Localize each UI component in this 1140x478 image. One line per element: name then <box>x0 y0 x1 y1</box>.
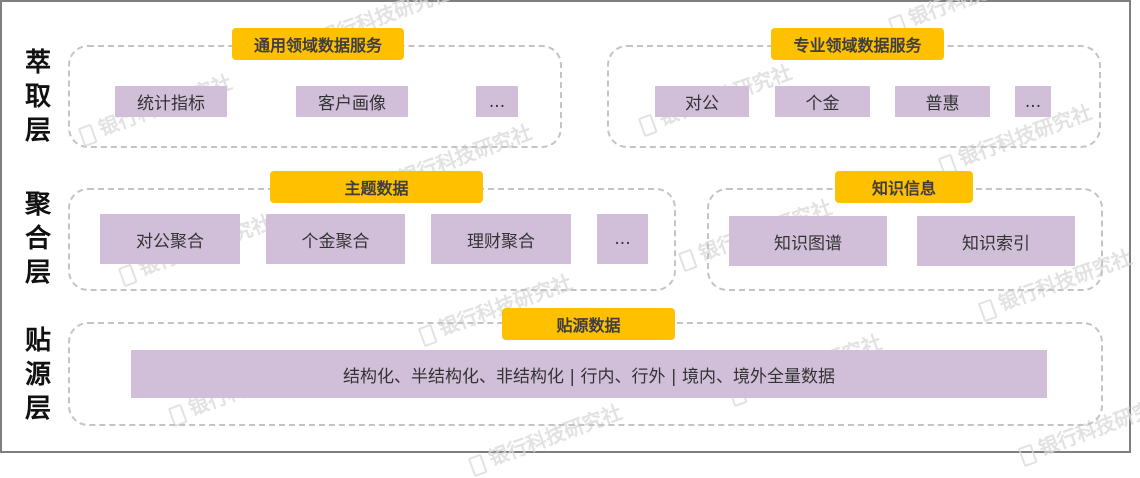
special-item-corporate: 对公 <box>655 86 749 117</box>
theme-data-tag: 主题数据 <box>270 171 483 203</box>
diagram-frame <box>0 0 1131 453</box>
knowledge-item-graph: 知识图谱 <box>729 216 887 266</box>
source-data-tag: 贴源数据 <box>502 308 675 340</box>
layer-label-aggregate-text: 聚合层 <box>25 190 52 288</box>
source-data-content: 结构化、半结构化、非结构化 | 行内、行外 | 境内、境外全量数据 <box>131 350 1047 398</box>
general-item-stats: 统计指标 <box>115 86 227 117</box>
general-item-more: ... <box>476 86 518 117</box>
knowledge-item-index: 知识索引 <box>917 216 1075 266</box>
general-domain-tag: 通用领域数据服务 <box>232 28 404 60</box>
knowledge-info-tag: 知识信息 <box>835 171 973 203</box>
layer-label-extract: 萃取层 <box>18 46 58 148</box>
special-item-inclusive: 普惠 <box>895 86 990 117</box>
layer-label-source: 贴源层 <box>18 324 58 426</box>
layer-label-source-text: 贴源层 <box>25 326 52 424</box>
theme-item-corporate-agg: 对公聚合 <box>100 214 240 264</box>
special-item-personal: 个金 <box>775 86 870 117</box>
theme-item-personal-agg: 个金聚合 <box>266 214 405 264</box>
special-domain-tag: 专业领域数据服务 <box>771 28 944 60</box>
special-item-more: ... <box>1015 86 1051 117</box>
theme-item-wealth-agg: 理财聚合 <box>431 214 571 264</box>
general-item-customer-profile: 客户画像 <box>296 86 408 117</box>
theme-item-more: ... <box>597 214 648 264</box>
layer-label-extract-text: 萃取层 <box>25 48 52 146</box>
watermark-logo-icon <box>467 453 488 477</box>
layer-label-aggregate: 聚合层 <box>18 188 58 290</box>
